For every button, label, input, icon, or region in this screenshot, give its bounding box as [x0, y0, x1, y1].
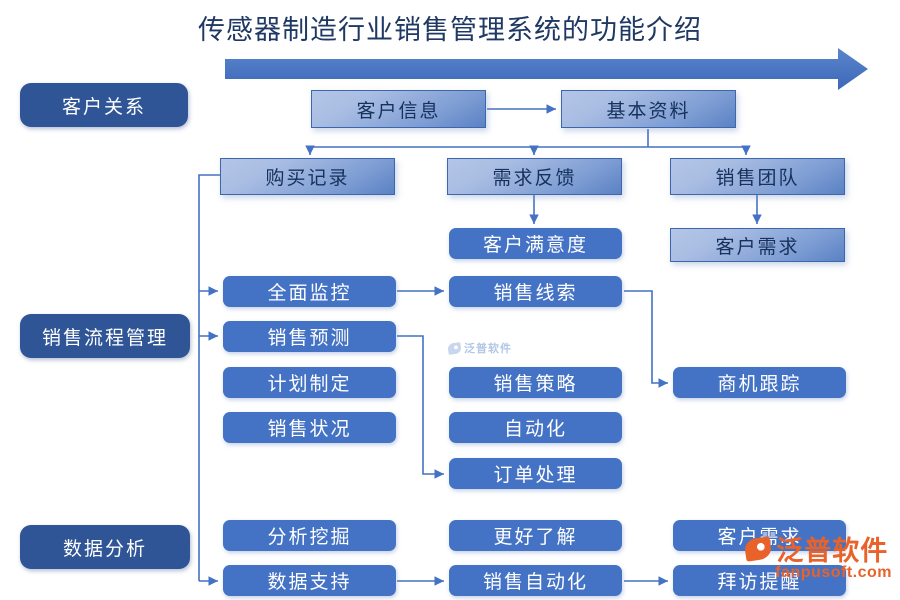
node-label: 数据支持	[267, 572, 352, 593]
node-label: 销售策略	[493, 374, 578, 395]
node-label: 客户满意度	[482, 235, 588, 256]
node-label: 自动化	[503, 419, 567, 440]
category-label: 客户关系	[61, 96, 146, 118]
node-label: 更好了解	[493, 527, 578, 548]
node-label: 商机跟踪	[717, 374, 802, 395]
node-label: 销售线索	[493, 283, 578, 304]
category-data-analysis[interactable]: 数据分析	[20, 525, 190, 569]
node-label: 销售自动化	[482, 572, 588, 593]
node-label: 订单处理	[493, 465, 578, 486]
node-label: 客户需求	[717, 527, 802, 548]
node-sales-automation[interactable]: 销售自动化	[449, 565, 622, 596]
node-label: 客户信息	[356, 100, 441, 122]
node-label: 全面监控	[267, 283, 352, 304]
node-analysis-mining[interactable]: 分析挖掘	[223, 520, 396, 551]
node-label: 客户需求	[715, 236, 800, 258]
node-sales-forecast[interactable]: 销售预测	[223, 321, 396, 352]
node-sales-status[interactable]: 销售状况	[223, 412, 396, 443]
category-label: 销售流程管理	[41, 327, 168, 349]
node-label: 计划制定	[267, 374, 352, 395]
node-sales-lead[interactable]: 销售线索	[449, 276, 622, 307]
node-order-processing[interactable]: 订单处理	[449, 458, 622, 489]
category-label: 数据分析	[62, 538, 147, 560]
node-customer-info[interactable]: 客户信息	[311, 90, 486, 128]
node-label: 销售团队	[715, 168, 800, 189]
node-label: 销售预测	[267, 328, 352, 349]
node-customer-demand-top[interactable]: 客户需求	[670, 228, 845, 262]
node-sales-strategy[interactable]: 销售策略	[449, 367, 622, 398]
node-automation[interactable]: 自动化	[449, 412, 622, 443]
node-demand-feedback[interactable]: 需求反馈	[447, 158, 622, 195]
node-visit-reminder[interactable]: 拜访提醒	[673, 565, 846, 596]
page-title: 传感器制造行业销售管理系统的功能介绍	[198, 15, 702, 45]
node-label: 分析挖掘	[267, 527, 352, 548]
node-label: 销售状况	[267, 419, 352, 440]
node-label: 需求反馈	[492, 168, 577, 189]
watermark-brand: 泛普软件	[464, 343, 512, 355]
node-label: 拜访提醒	[717, 572, 802, 593]
node-better-understanding[interactable]: 更好了解	[449, 520, 622, 551]
node-basic-data[interactable]: 基本资料	[561, 90, 736, 128]
node-sales-team[interactable]: 销售团队	[670, 158, 845, 195]
node-purchase-record[interactable]: 购买记录	[220, 158, 395, 195]
brand-logo-icon	[447, 341, 462, 355]
category-customer-relations[interactable]: 客户关系	[20, 83, 188, 127]
node-customer-satisfaction[interactable]: 客户满意度	[449, 228, 622, 259]
node-customer-demand-bottom[interactable]: 客户需求	[673, 520, 846, 551]
category-sales-process-management[interactable]: 销售流程管理	[20, 314, 190, 358]
node-label: 购买记录	[265, 168, 350, 189]
node-label: 基本资料	[606, 100, 691, 122]
node-full-monitoring[interactable]: 全面监控	[223, 276, 396, 307]
node-opportunity-tracking[interactable]: 商机跟踪	[673, 367, 846, 398]
node-plan-making[interactable]: 计划制定	[223, 367, 396, 398]
node-data-support[interactable]: 数据支持	[223, 565, 396, 596]
watermark-small: 泛普软件	[447, 340, 512, 356]
timeline-arrow-shape	[225, 48, 868, 90]
